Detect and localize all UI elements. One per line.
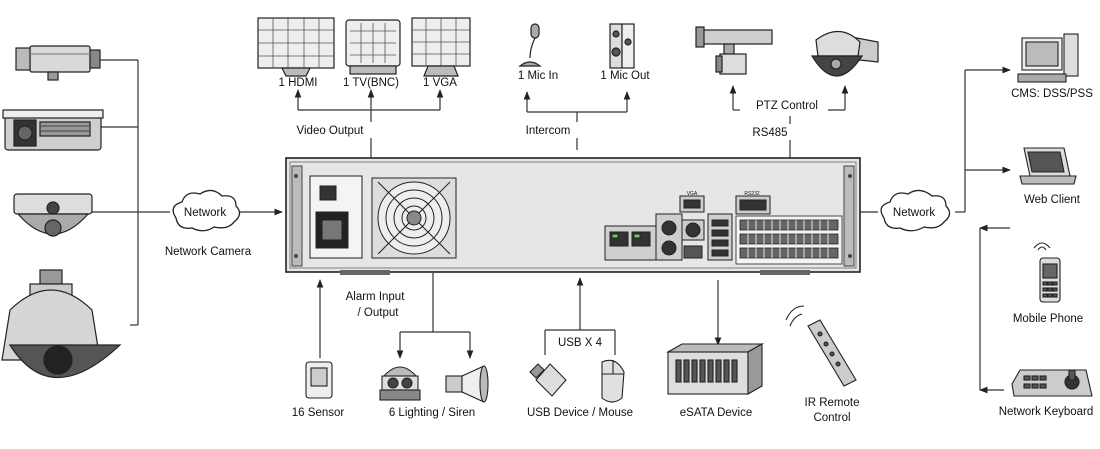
cms-workstation-icon (1017, 33, 1079, 83)
web-client-label: Web Client (1024, 194, 1081, 206)
speaker-icon (609, 23, 635, 69)
tv-monitor-icon (345, 19, 401, 75)
tv-bnc-label: 1 TV(BNC) (343, 77, 399, 89)
microphone-icon (518, 23, 542, 67)
ptz-dome-camera-icon (810, 30, 879, 77)
vga-label: 1 VGA (423, 77, 457, 89)
alarm-output-label: / Output (358, 307, 400, 319)
connector-lines (92, 59, 1011, 394)
hdmi-monitor-icon (257, 17, 335, 77)
audio-ports-icon (655, 213, 683, 261)
ptz-control-label: PTZ Control (756, 100, 818, 112)
mouse-icon (601, 359, 625, 403)
rs485-label: RS485 (752, 127, 787, 139)
video-output-label: Video Output (297, 125, 365, 137)
warning-light-icon (379, 366, 421, 401)
sensor-icon (305, 361, 333, 399)
esata-device-icon (665, 343, 765, 395)
ptz-camera-icon (695, 26, 773, 75)
box-camera-icon (15, 45, 101, 81)
mobile-phone-icon (1033, 242, 1061, 303)
power-switch-icon (309, 175, 363, 259)
panel-rs232-label: RS232 (744, 191, 760, 197)
vga-port-icon (679, 195, 705, 259)
network-camera-label: Network Camera (165, 246, 252, 258)
cooling-fan-icon (371, 177, 457, 259)
alarm-input-label: Alarm Input (346, 291, 406, 303)
siren-horn-icon (445, 365, 489, 403)
alarm-terminal-block-icon (735, 215, 843, 265)
speed-dome-camera-icon (1, 269, 122, 378)
dome-camera-icon (13, 193, 93, 237)
ir-remote-label: IR Remote (805, 397, 860, 409)
network-cloud-icon (172, 189, 241, 232)
network-keyboard-icon (1011, 369, 1093, 397)
esata-label: eSATA Device (680, 407, 752, 419)
intercom-label: Intercom (526, 125, 571, 137)
network-ports-icon (604, 225, 658, 261)
vga-monitor-icon (411, 17, 471, 77)
ir-remote-icon (785, 305, 857, 387)
mic-out-label: 1 Mic Out (600, 70, 650, 82)
cms-label: CMS: DSS/PSS (1011, 88, 1093, 100)
ir-control-label: Control (813, 412, 850, 424)
usb-device-label: USB Device / Mouse (527, 407, 633, 419)
left-network-label: Network (184, 207, 226, 219)
right-network-label: Network (893, 207, 935, 219)
laptop-icon (1019, 147, 1077, 185)
usb-bus-label: USB X 4 (558, 337, 603, 349)
mobile-phone-label: Mobile Phone (1013, 313, 1083, 325)
rs232-port-icon (735, 195, 771, 215)
hdmi-label: 1 HDMI (279, 77, 318, 89)
usb-ports-icon (707, 213, 733, 261)
lighting-siren-label: 6 Lighting / Siren (389, 407, 475, 419)
usb-flash-drive-icon (529, 363, 567, 397)
network-keyboard-label: Network Keyboard (999, 406, 1094, 418)
network-cloud-icon (880, 189, 951, 232)
bullet-camera-icon (2, 109, 104, 151)
panel-vga-label: VGA (687, 191, 698, 197)
sensor-label: 16 Sensor (292, 407, 345, 419)
mic-in-label: 1 Mic In (518, 70, 558, 82)
